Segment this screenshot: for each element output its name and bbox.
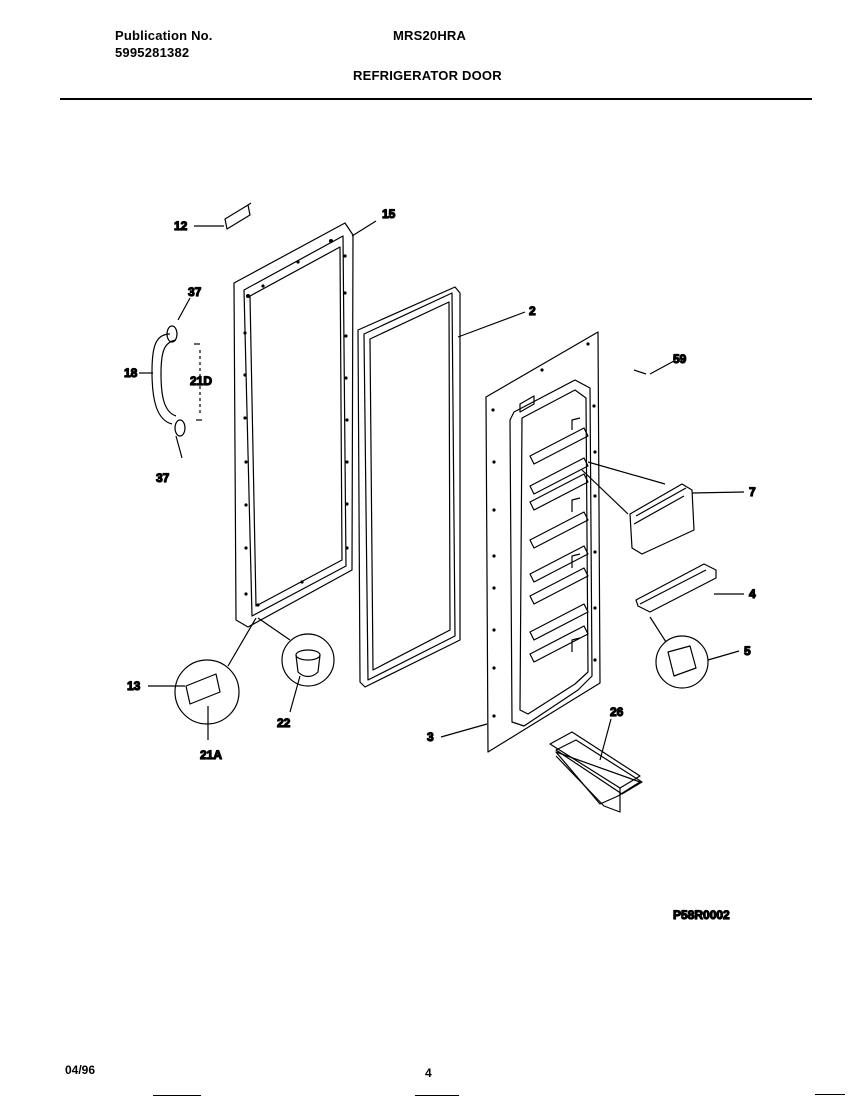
part-26-door-bin — [549, 731, 643, 813]
callout-4: 4 — [749, 587, 756, 601]
footer-date: 04/96 — [65, 1063, 96, 1077]
figure-code: P58R0002 — [673, 908, 730, 922]
part-3-door-liner — [485, 331, 601, 753]
callout-37-top: 37 — [188, 285, 202, 299]
part-15-door-panel — [233, 222, 354, 628]
part-59-screw — [633, 369, 647, 375]
page-number: 4 — [425, 1066, 432, 1080]
callout-37-bottom: 37 — [156, 471, 170, 485]
callout-2: 2 — [529, 304, 536, 318]
publication-number: 5995281382 — [115, 45, 190, 60]
footer-mark-right — [815, 1094, 845, 1095]
part-12-label-plate — [224, 202, 252, 230]
callout-leader-lines — [139, 220, 745, 761]
footer-mark-center — [415, 1095, 459, 1096]
callout-7: 7 — [749, 485, 756, 499]
footer-mark-left — [153, 1095, 201, 1096]
callout-13: 13 — [127, 679, 141, 693]
model-number: MRS20HRA — [393, 28, 467, 43]
callout-22: 22 — [277, 716, 291, 730]
part-13-hinge-detail — [174, 617, 257, 725]
callout-21d: 21D — [190, 374, 212, 388]
part-22-bushing-detail — [257, 617, 335, 687]
callout-18: 18 — [124, 366, 138, 380]
part-7-dairy-door — [581, 461, 695, 555]
part-2-door-gasket — [357, 286, 461, 688]
callout-5: 5 — [744, 644, 751, 658]
part-21d-screws — [194, 343, 202, 421]
part-18-door-handle — [151, 325, 186, 437]
part-5-rail-end-cap — [649, 616, 709, 689]
part-4-door-shelf-rail — [635, 563, 717, 613]
callout-12: 12 — [174, 219, 188, 233]
callout-21a: 21A — [200, 748, 222, 762]
header-rule — [60, 98, 812, 100]
callout-15: 15 — [382, 207, 396, 221]
publication-label: Publication No. — [115, 28, 213, 43]
callout-26: 26 — [610, 705, 624, 719]
section-title: REFRIGERATOR DOOR — [353, 68, 502, 83]
callout-59: 59 — [673, 352, 687, 366]
callout-3: 3 — [427, 730, 434, 744]
